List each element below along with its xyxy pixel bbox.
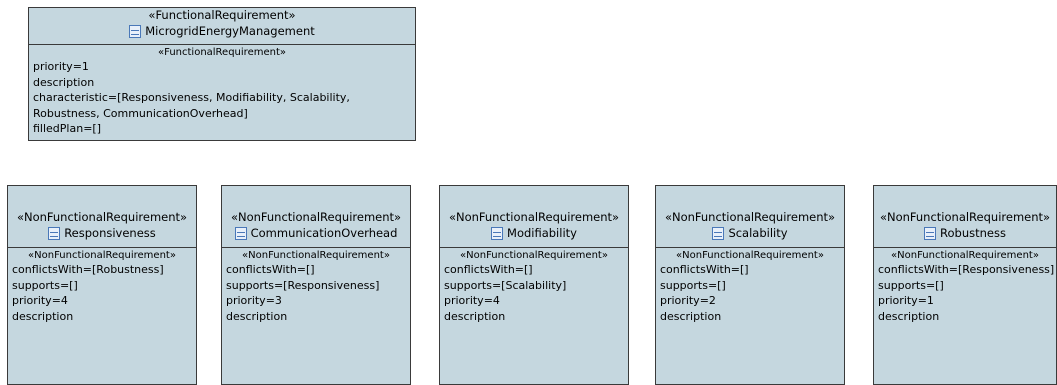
property: priority=2: [660, 294, 716, 307]
compartment-stereotype: «FunctionalRequirement»: [158, 47, 286, 58]
nfr-block-responsiveness[interactable]: «NonFunctionalRequirement» Responsivenes…: [7, 185, 197, 385]
nfr-block-robustness[interactable]: «NonFunctionalRequirement» Robustness «N…: [873, 185, 1057, 385]
property: description: [660, 309, 722, 323]
block-stereotype: «FunctionalRequirement»: [148, 8, 296, 22]
block-compartment: «NonFunctionalRequirement» conflictsWith…: [8, 248, 196, 324]
property: conflictsWith=[]: [226, 263, 315, 276]
nfr-block-scalability[interactable]: «NonFunctionalRequirement» Scalability «…: [655, 185, 845, 385]
property: description: [878, 309, 940, 323]
block-header: «NonFunctionalRequirement» Communication…: [222, 186, 410, 248]
property: characteristic=[Responsiveness, Modifiab…: [33, 91, 350, 120]
block-name: MicrogridEnergyManagement: [145, 24, 315, 38]
block-name: Modifiability: [507, 226, 577, 240]
property: conflictsWith=[]: [444, 263, 533, 276]
property: supports=[Scalability]: [444, 278, 567, 292]
property: priority=1: [878, 294, 934, 307]
block-compartment: «NonFunctionalRequirement» conflictsWith…: [874, 248, 1056, 324]
property: description: [226, 309, 288, 323]
requirement-icon: [712, 227, 725, 240]
functional-requirement-block[interactable]: «FunctionalRequirement» MicrogridEnergyM…: [28, 7, 416, 141]
block-header: «NonFunctionalRequirement» Scalability: [656, 186, 844, 248]
property: filledPlan=[]: [33, 122, 101, 135]
property: priority=4: [12, 294, 68, 307]
property: conflictsWith=[Responsiveness]: [878, 263, 1055, 276]
property: priority=3: [226, 294, 282, 307]
property: supports=[]: [878, 278, 944, 292]
block-header: «FunctionalRequirement» MicrogridEnergyM…: [29, 8, 415, 45]
block-compartment: «NonFunctionalRequirement» conflictsWith…: [222, 248, 410, 324]
block-name: Robustness: [940, 226, 1006, 240]
property: description: [12, 309, 74, 323]
compartment-stereotype: «NonFunctionalRequirement»: [460, 250, 608, 261]
requirement-icon: [924, 227, 937, 240]
block-compartment: «FunctionalRequirement» priority=1 descr…: [29, 45, 415, 137]
compartment-stereotype: «NonFunctionalRequirement»: [891, 250, 1039, 261]
block-name: Scalability: [728, 226, 788, 240]
block-stereotype: «NonFunctionalRequirement»: [448, 210, 620, 224]
property: supports=[]: [12, 278, 78, 292]
compartment-stereotype: «NonFunctionalRequirement»: [676, 250, 824, 261]
block-header: «NonFunctionalRequirement» Robustness: [874, 186, 1056, 248]
block-stereotype: «NonFunctionalRequirement»: [16, 210, 188, 224]
block-name: Responsiveness: [64, 226, 156, 240]
property: priority=4: [444, 294, 500, 307]
compartment-stereotype: «NonFunctionalRequirement»: [28, 250, 176, 261]
requirement-icon: [234, 227, 247, 240]
nfr-block-communication-overhead[interactable]: «NonFunctionalRequirement» Communication…: [221, 185, 411, 385]
block-stereotype: «NonFunctionalRequirement»: [879, 210, 1051, 224]
requirement-icon: [129, 25, 142, 38]
block-compartment: «NonFunctionalRequirement» conflictsWith…: [440, 248, 628, 324]
property: description: [33, 75, 95, 89]
nfr-block-modifiability[interactable]: «NonFunctionalRequirement» Modifiability…: [439, 185, 629, 385]
requirement-icon: [491, 227, 504, 240]
property: conflictsWith=[]: [660, 263, 749, 276]
block-stereotype: «NonFunctionalRequirement»: [664, 210, 836, 224]
property: description: [444, 309, 506, 323]
property: conflictsWith=[Robustness]: [12, 263, 164, 276]
property: supports=[Responsiveness]: [226, 278, 380, 292]
compartment-stereotype: «NonFunctionalRequirement»: [242, 250, 390, 261]
block-header: «NonFunctionalRequirement» Modifiability: [440, 186, 628, 248]
block-name: CommunicationOverhead: [250, 226, 398, 240]
block-compartment: «NonFunctionalRequirement» conflictsWith…: [656, 248, 844, 324]
property: supports=[]: [660, 278, 726, 292]
block-stereotype: «NonFunctionalRequirement»: [230, 210, 402, 224]
requirement-icon: [48, 227, 61, 240]
property: priority=1: [33, 60, 89, 73]
block-header: «NonFunctionalRequirement» Responsivenes…: [8, 186, 196, 248]
